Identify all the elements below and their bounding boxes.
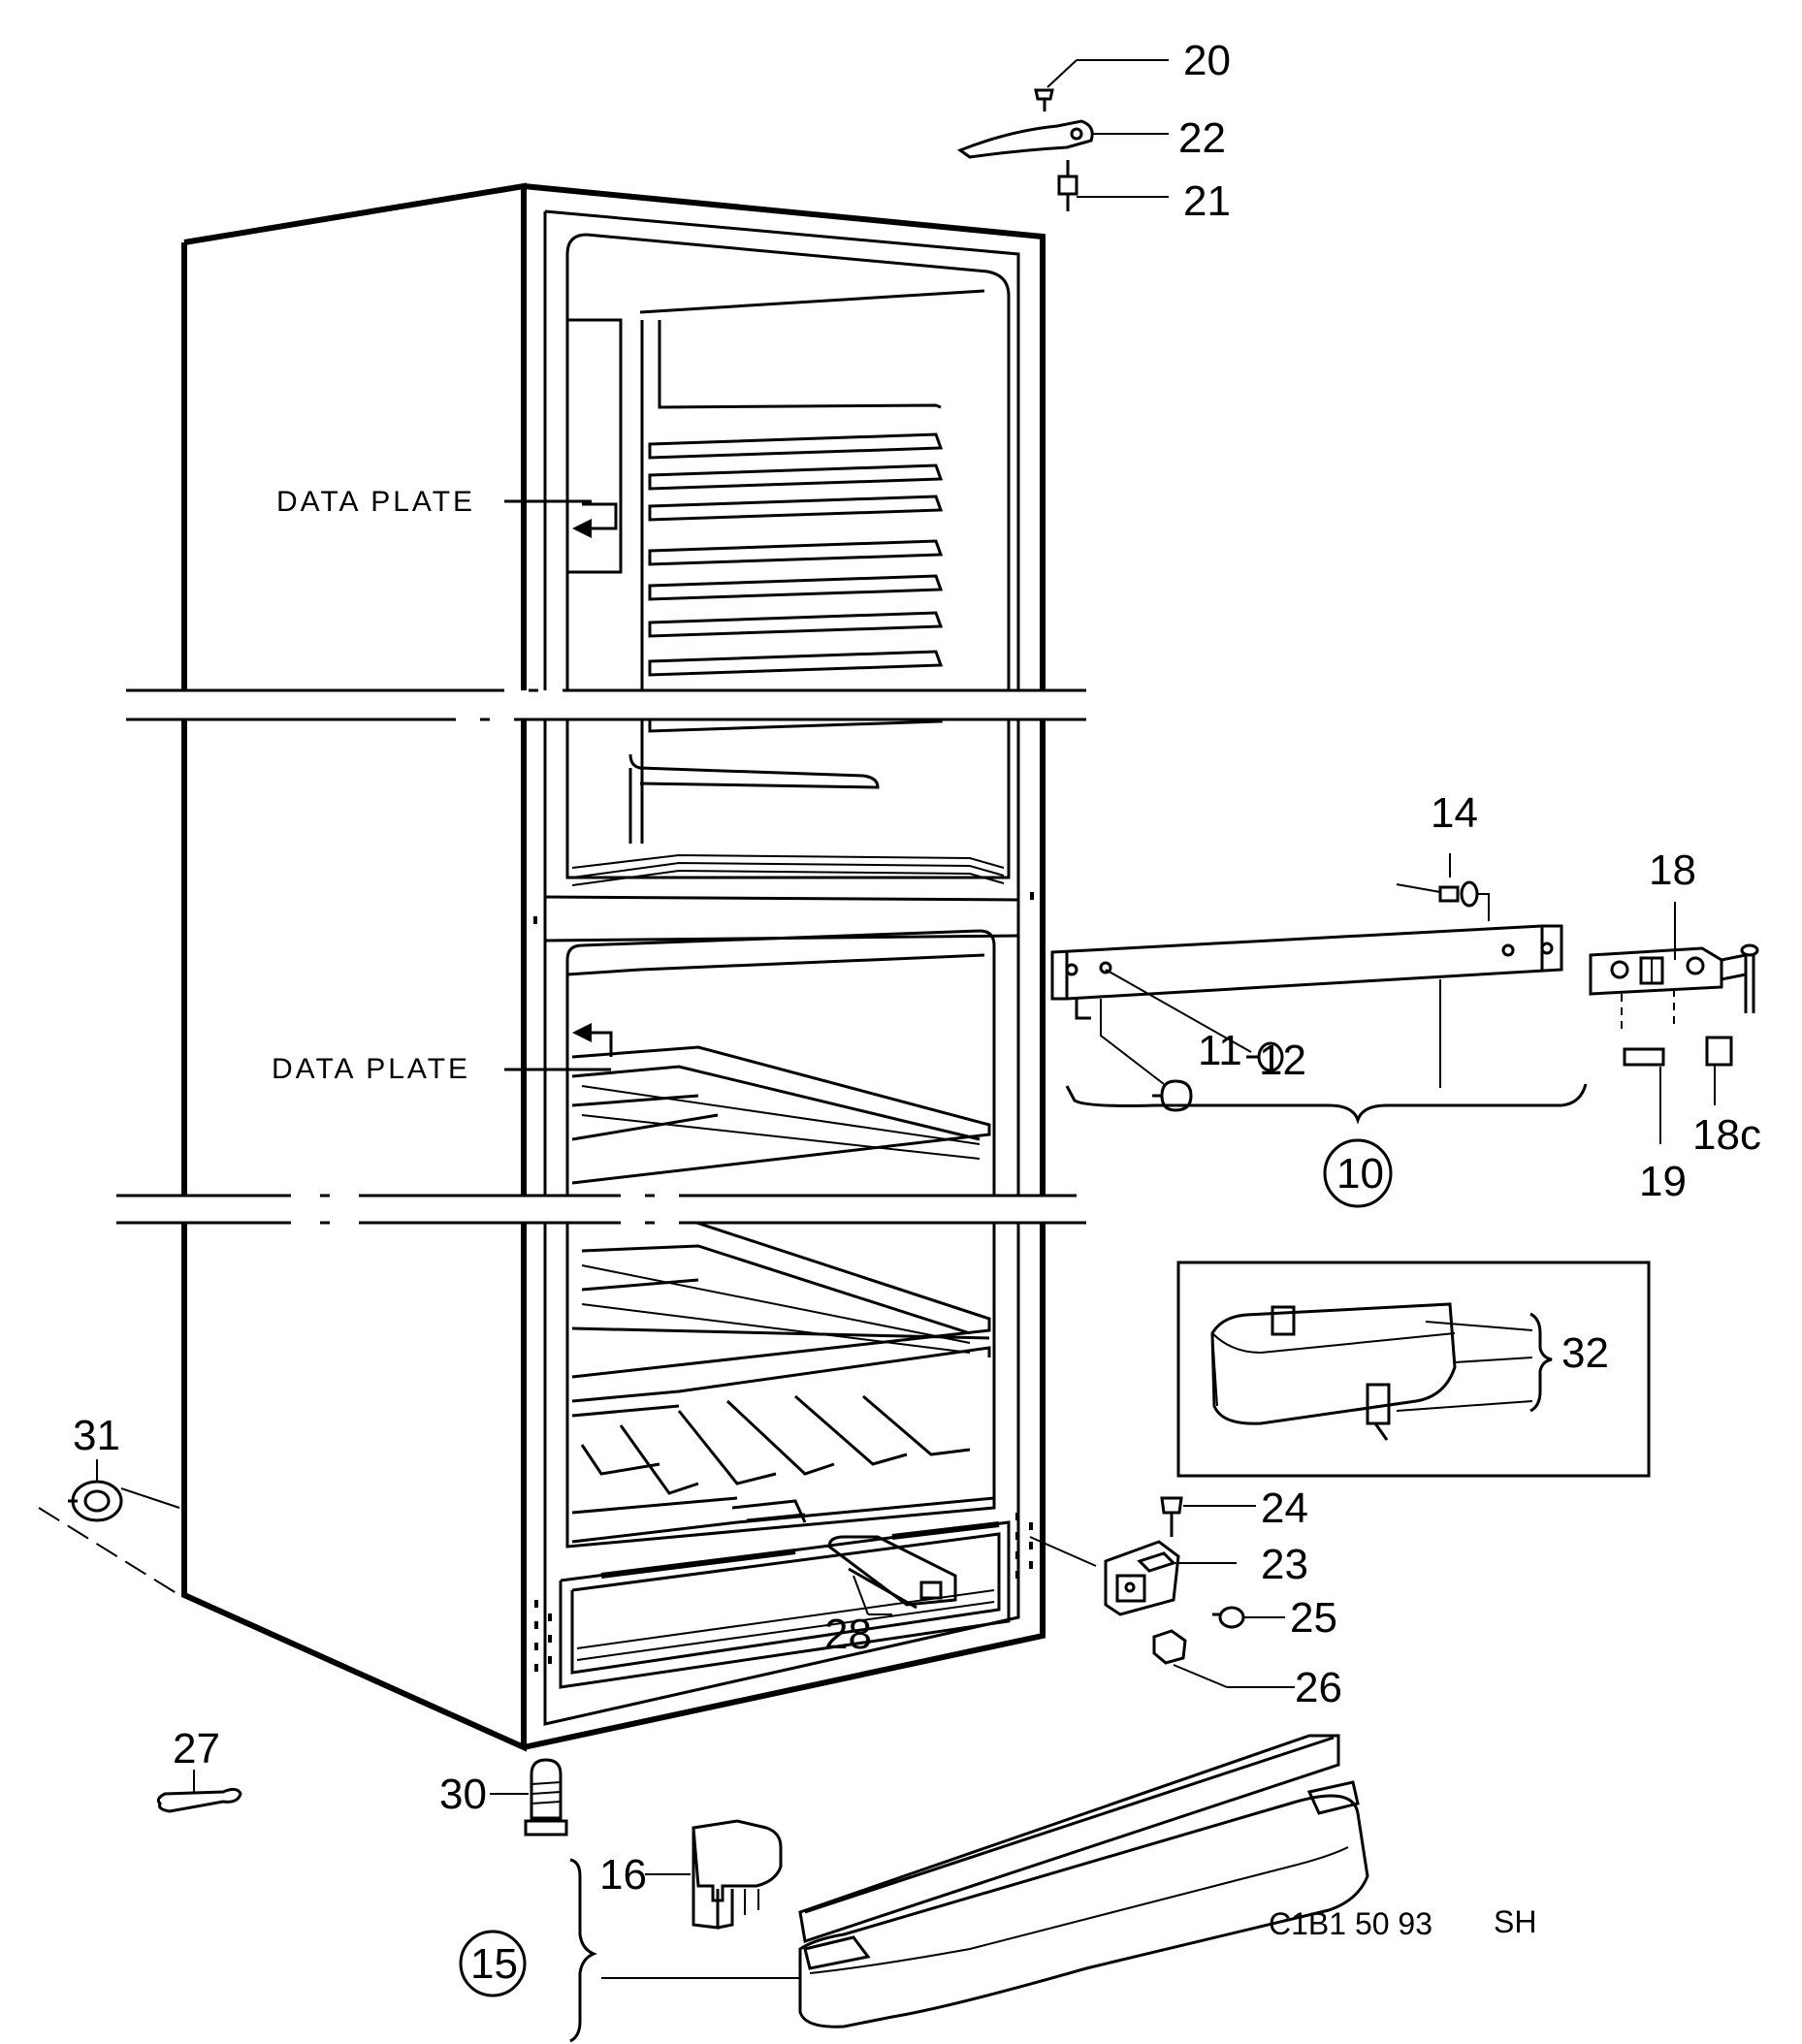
- freezer-shelves: [566, 953, 995, 1544]
- callout-24: 24: [1261, 1485, 1308, 1532]
- hinge-23: [1104, 1540, 1237, 1616]
- data-plate-upper-bracket: [567, 318, 623, 574]
- callout-25: 25: [1290, 1594, 1337, 1642]
- callout-18: 18: [1649, 846, 1696, 894]
- callout-10-circle: [1323, 1138, 1393, 1208]
- leveling-leg-30: [490, 1758, 568, 1836]
- screw-25: [1212, 1606, 1285, 1629]
- hinge-plate-22: [956, 119, 1169, 159]
- callout-12: 12: [1259, 1037, 1306, 1084]
- callout-21: 21: [1183, 177, 1231, 225]
- upper-bottom-grille: [571, 853, 1005, 886]
- callout-27: 27: [173, 1725, 220, 1773]
- callout-18c: 18c: [1692, 1111, 1761, 1159]
- callout-32: 32: [1561, 1329, 1609, 1377]
- callout-14: 14: [1431, 789, 1478, 837]
- pin-24: [1160, 1496, 1256, 1537]
- callout-10: 10: [1336, 1150, 1384, 1198]
- nut-26: [1152, 1629, 1295, 1688]
- screw-11: [1100, 999, 1193, 1112]
- break-lines: [116, 688, 1096, 1225]
- refrigerator-cabinet: [116, 182, 1096, 1752]
- callout-26: 26: [1295, 1664, 1342, 1711]
- callout-22: 22: [1178, 114, 1226, 162]
- data-plate-lower-label: DATA PLATE: [272, 1053, 470, 1085]
- roller-31: [38, 1459, 180, 1596]
- screw-14: [1396, 853, 1490, 921]
- upper-shelves: [628, 320, 944, 844]
- handle-assembly-10: [1050, 853, 1588, 1125]
- bracket-16: [645, 1819, 783, 1930]
- drawing-code-suffix: SH: [1494, 1904, 1536, 1939]
- wrench-27: [156, 1770, 242, 1813]
- drawing-code: C1B1 50 93: [1269, 1906, 1432, 1941]
- screw-12: [1105, 969, 1284, 1072]
- hinge-holes: [533, 892, 1034, 1672]
- data-plate-lower-arrow: [572, 1023, 613, 1057]
- kick-plate-area: [559, 1499, 1011, 1689]
- callout-labels: 20 22 21 14 18 11 12 18c 19 10 32 31 24 …: [73, 37, 1761, 1988]
- callout-16: 16: [599, 1851, 647, 1899]
- callout-28: 28: [824, 1611, 872, 1658]
- top-hinge-assembly: [956, 59, 1169, 211]
- part-32-inset: [1176, 1261, 1651, 1478]
- drain-part-28: [827, 1535, 957, 1615]
- hinge-pin-21: [1057, 160, 1169, 211]
- door-bottom-rail-15: [459, 1734, 1369, 2043]
- bottom-hinge-assembly: [1029, 1496, 1295, 1688]
- stop-18c: [1705, 1036, 1733, 1105]
- callout-19: 19: [1639, 1158, 1687, 1205]
- hinge-bracket-18: [1589, 902, 1759, 1033]
- screw-19: [1623, 1047, 1665, 1144]
- callout-20: 20: [1183, 37, 1231, 84]
- callout-30: 30: [439, 1771, 487, 1818]
- screw-20: [1034, 59, 1169, 112]
- callout-23: 23: [1261, 1541, 1308, 1588]
- callout-11: 11: [1198, 1027, 1242, 1074]
- data-plate-upper-label: DATA PLATE: [276, 486, 475, 518]
- callout-15-circle: [459, 1930, 527, 1997]
- callout-31: 31: [73, 1412, 120, 1459]
- callout-15: 15: [470, 1940, 518, 1988]
